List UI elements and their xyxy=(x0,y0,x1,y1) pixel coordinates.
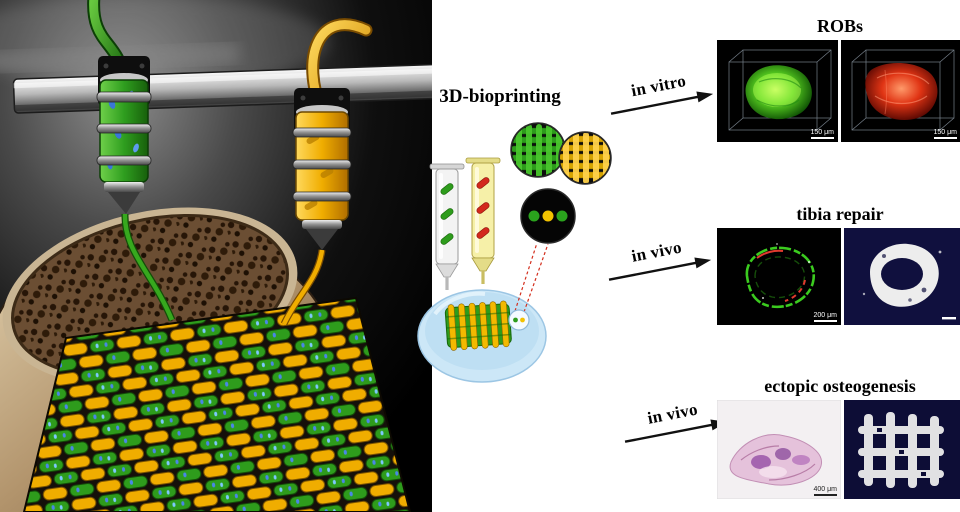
scale-bar xyxy=(942,317,956,320)
yellow-printhead xyxy=(280,18,373,326)
scale-bar-label: 150 μm xyxy=(933,129,957,139)
scale-bar-label: 200 μm xyxy=(813,312,837,322)
scale-bar-label: 400 μm xyxy=(813,486,837,496)
right-arrow-icon xyxy=(608,257,712,281)
confocal-red-image xyxy=(841,40,960,142)
arrow-in-vivo-tibia: in vivo xyxy=(602,232,715,286)
he-stain-image xyxy=(717,400,841,499)
bioprinting-3d-render xyxy=(0,0,439,512)
yellow-nozzle xyxy=(306,229,338,250)
process-title: 3D-bioprinting xyxy=(439,86,561,107)
printed-scaffold-weave xyxy=(22,296,412,512)
robs-red-fluorescence-image: 150 μm xyxy=(841,40,960,142)
magnifier-circle xyxy=(508,309,530,331)
microct-ring-image xyxy=(844,228,960,325)
fluorescence-ring-image xyxy=(717,228,841,325)
microct-scaffold-image xyxy=(844,400,960,499)
tibia-fluorescence-image: 200 μm xyxy=(717,228,841,325)
red-syringe xyxy=(465,157,501,284)
green-scaffold-inset xyxy=(510,122,566,178)
bioprinter-scene xyxy=(0,0,439,512)
inset-connector-dashes xyxy=(514,242,549,313)
result-title-tibia: tibia repair xyxy=(796,204,884,224)
tibia-microct-image xyxy=(844,228,960,325)
scale-bar-label: 150 μm xyxy=(810,129,834,139)
green-syringe xyxy=(429,163,465,290)
result-title-robs: ROBs xyxy=(816,16,863,36)
arrow-in-vitro: in vitro xyxy=(604,66,717,120)
result-panel-tibia-repair: tibia repair 200 μm xyxy=(717,202,960,325)
result-panel-robs: ROBs xyxy=(717,14,960,142)
right-arrow-icon xyxy=(610,91,714,115)
histology-image: 400 μm xyxy=(717,400,841,499)
robs-green-fluorescence-image: 150 μm xyxy=(717,40,838,142)
bioprinting-schematic xyxy=(417,122,612,383)
green-printhead xyxy=(87,0,176,322)
bioink-dots-inset xyxy=(520,188,576,244)
green-nozzle xyxy=(108,192,140,214)
yellow-scaffold-inset xyxy=(558,131,612,185)
confocal-green-image xyxy=(717,40,838,142)
printed-lattice xyxy=(444,300,512,351)
result-panel-ectopic-osteogenesis: ectopic osteogenesis 400 μm xyxy=(717,374,960,499)
result-title-ectopic: ectopic osteogenesis xyxy=(764,376,916,396)
ectopic-microct-image xyxy=(844,400,960,499)
